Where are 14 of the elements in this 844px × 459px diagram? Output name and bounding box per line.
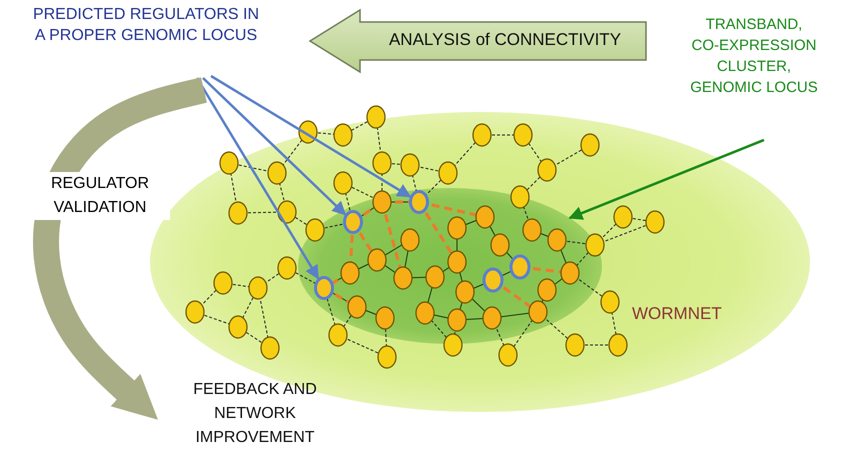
- curved-arrow: [33, 77, 207, 420]
- highlighted-node: [314, 276, 334, 300]
- block-arrow: [308, 8, 648, 74]
- arrow: [202, 77, 346, 216]
- label-text: ANALYSIS of CONNECTIVITY: [388, 30, 622, 50]
- arrow: [196, 77, 320, 280]
- highlighted-node: [409, 190, 429, 214]
- network-name: WORMNET: [632, 304, 722, 324]
- arrow: [568, 138, 764, 220]
- label-text: FEEDBACK AND NETWORK IMPROVEMENT: [192, 380, 318, 448]
- arrow: [210, 74, 412, 198]
- label-text: TRANSBAND, CO-EXPRESSION CLUSTER, GENOMIC LOCUS: [690, 15, 818, 98]
- label-text: PREDICTED REGULATORS IN A PROPER GENOMIC LOCUS: [32, 5, 260, 46]
- highlighted-node: [343, 210, 363, 234]
